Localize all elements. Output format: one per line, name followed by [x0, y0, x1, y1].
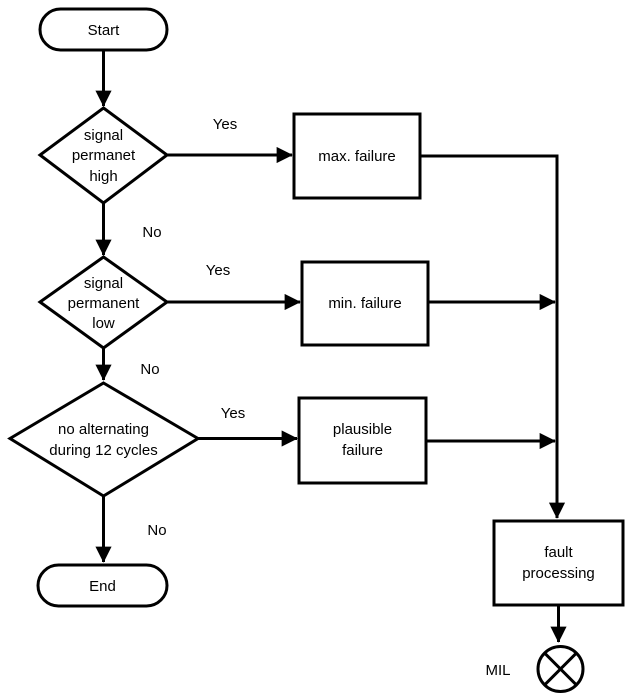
label-yes-high: Yes: [213, 116, 237, 133]
mil-label: MIL: [485, 662, 510, 679]
max-failure-shape: [292, 112, 422, 200]
label-yes-alternating: Yes: [221, 405, 245, 422]
start-label: Start: [88, 22, 121, 39]
plausible-failure-shape: [297, 396, 428, 485]
decision-signal-low-line3: low: [92, 315, 115, 332]
decision-signal-high-line1: signal: [84, 127, 123, 144]
node-mil-lamp: MIL: [485, 645, 585, 693]
fault-processing-line2: processing: [522, 565, 595, 582]
decision-signal-low-shape: [37, 255, 170, 350]
connectors: [95, 50, 567, 643]
label-no-alternating: No: [147, 522, 166, 539]
decision-signal-high-line2: permanet: [72, 147, 136, 164]
min-failure-shape: [300, 260, 430, 347]
label-yes-low: Yes: [206, 262, 230, 279]
node-decision-signal-high: signal permanet high: [37, 106, 170, 205]
decision-signal-high-line3: high: [89, 168, 117, 185]
max-failure-label: max. failure: [318, 148, 396, 165]
decision-no-alternating-shape: [7, 381, 201, 498]
mil-lamp-cross-icon: [543, 652, 578, 686]
label-no-low: No: [140, 361, 159, 378]
edge-max-failure-to-fault-processing: [420, 154, 566, 519]
end-label: End: [89, 578, 116, 595]
decision-signal-high-shape: [37, 106, 170, 205]
label-no-high: No: [142, 224, 161, 241]
end-terminator-shape: [36, 563, 169, 608]
node-process-max-failure: max. failure: [292, 112, 422, 200]
decision-signal-low-line1: signal: [84, 275, 123, 292]
node-start: Start: [38, 7, 169, 52]
node-process-plausible-failure: plausible failure: [297, 396, 428, 485]
edge-labels: Yes No Yes No Yes No: [140, 116, 245, 539]
fault-processing-shape: [492, 519, 625, 607]
node-process-min-failure: min. failure: [300, 260, 430, 347]
decision-no-alternating-line1: no alternating: [58, 421, 149, 438]
node-decision-no-alternating: no alternating during 12 cycles: [7, 381, 201, 498]
decision-no-alternating-line2: during 12 cycles: [49, 442, 157, 459]
node-process-fault-processing: fault processing: [492, 519, 625, 607]
node-decision-signal-low: signal permanent low: [37, 255, 170, 350]
plausible-failure-line1: plausible: [333, 421, 392, 438]
node-end: End: [36, 563, 169, 608]
fault-processing-line1: fault: [544, 544, 573, 561]
decision-signal-low-line2: permanent: [68, 295, 141, 312]
min-failure-label: min. failure: [328, 295, 401, 312]
start-terminator-shape: [38, 7, 169, 52]
plausible-failure-line2: failure: [342, 442, 383, 459]
